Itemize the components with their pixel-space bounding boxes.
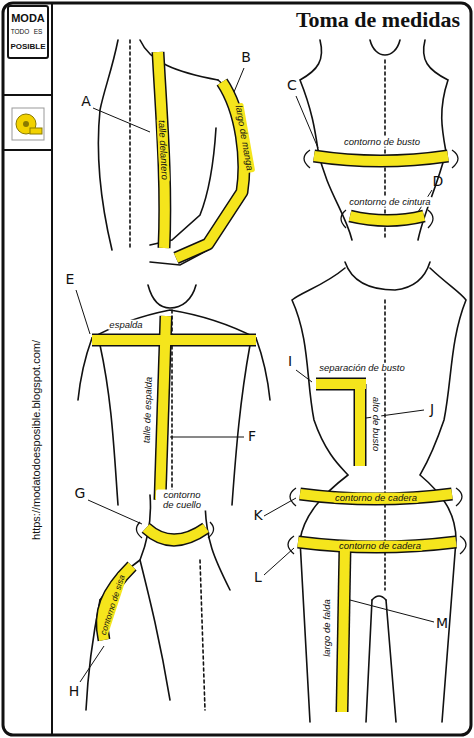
measure-label: contorno de busto	[342, 137, 422, 147]
callout-letter: K	[251, 508, 264, 523]
callout-letter: C	[285, 78, 299, 93]
measure-label: contorno de cadera	[333, 493, 419, 503]
callout-letter: A	[79, 94, 93, 109]
website-url: https://modatodoesposible.blogspot.com/	[30, 338, 42, 542]
callout-letter: G	[73, 486, 88, 501]
logo-text: MODA	[9, 12, 47, 24]
measure-label: contorno de cadera	[337, 541, 423, 551]
callout-letter: J	[428, 402, 436, 417]
measure-label: separación de busto	[317, 363, 407, 373]
measure-label: contorno de cintura	[347, 197, 432, 207]
logo-text: POSIBLE	[8, 43, 47, 52]
callout-letter: B	[239, 50, 253, 65]
callout-letter: M	[434, 616, 450, 631]
callout-letter: I	[286, 354, 294, 369]
callout-letter: H	[67, 684, 82, 699]
logo-text: ES	[32, 28, 45, 35]
measure-label: contorno de cuello	[156, 490, 208, 511]
logo-text: TODO	[9, 28, 32, 35]
callout-letter: E	[64, 272, 77, 287]
callout-letter: L	[252, 570, 264, 585]
measure-label: alto de busto	[371, 395, 381, 453]
page-title: Toma de medidas	[294, 8, 462, 32]
measure-label: talle de espalda	[142, 375, 155, 446]
measure-label: espalda	[107, 320, 144, 330]
callout-letter: D	[431, 174, 446, 189]
callout-letter: F	[246, 429, 258, 444]
measure-label: largo de falda	[322, 597, 332, 659]
